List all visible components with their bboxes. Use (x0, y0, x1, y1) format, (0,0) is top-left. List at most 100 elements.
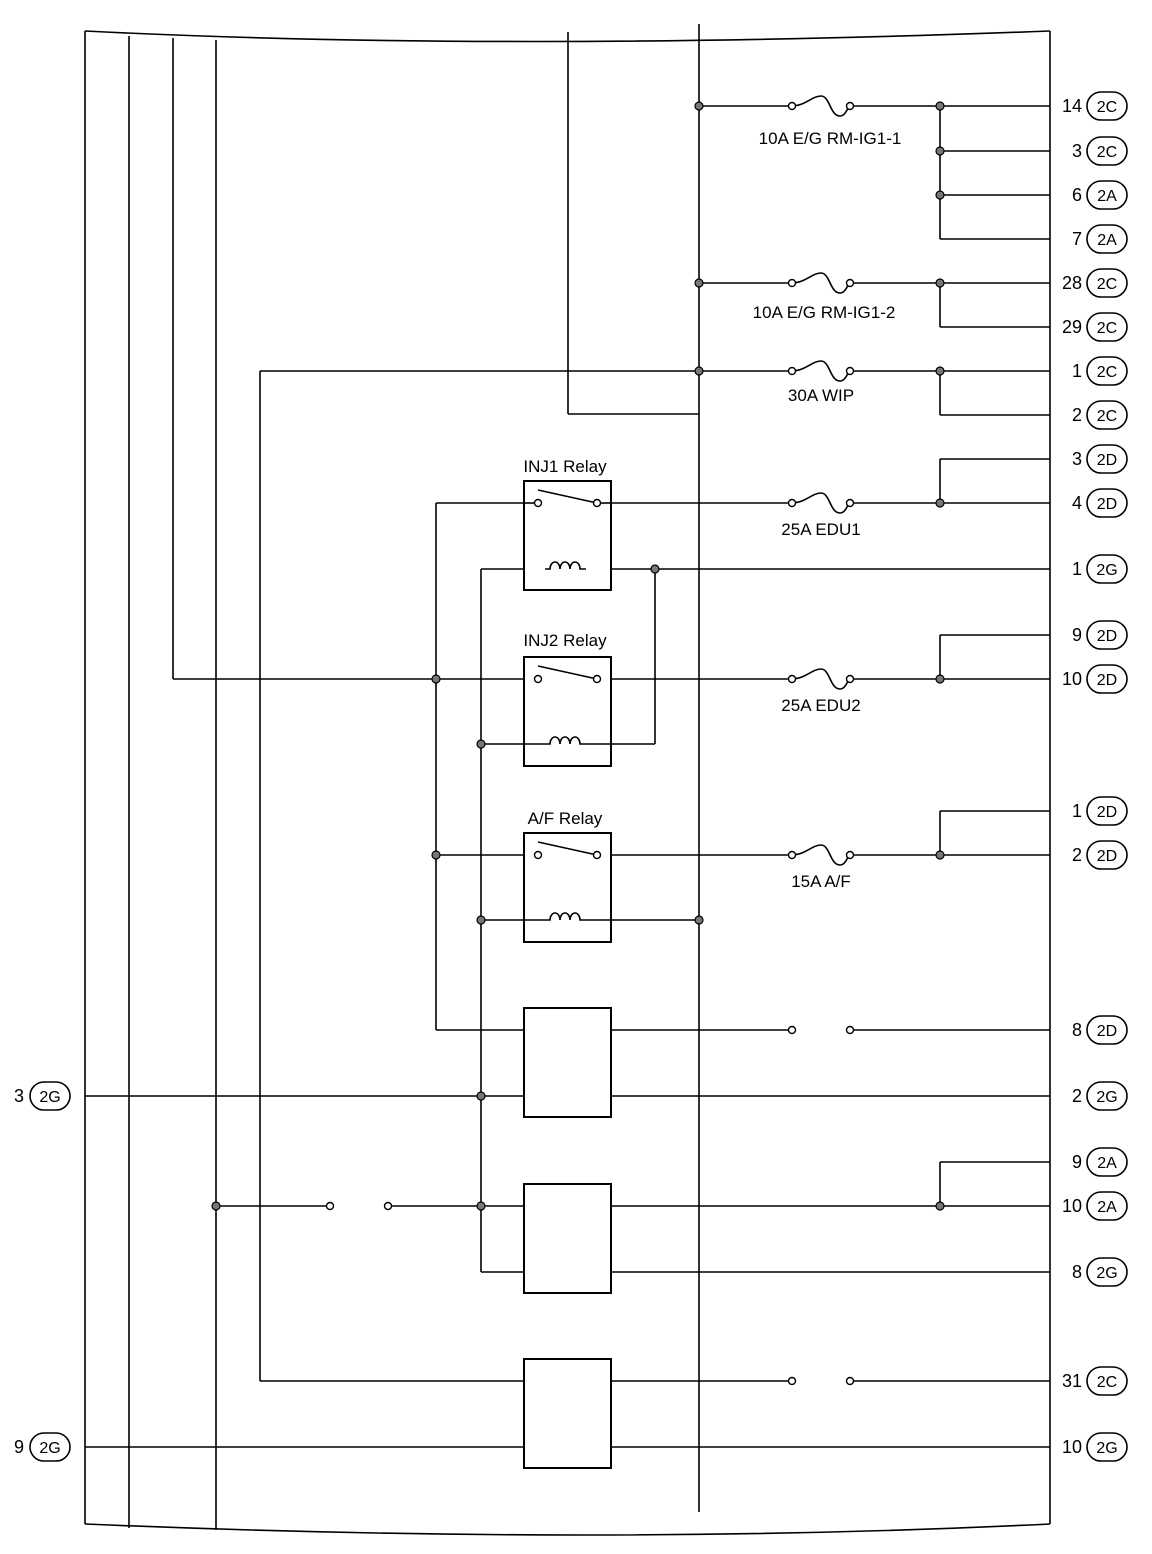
connector-pin: 9 2A (1072, 1147, 1128, 1177)
connector-id: 2G (39, 1089, 60, 1106)
connector-id: 2A (1097, 232, 1117, 249)
fuse-label-rm-ig1-1: 10A E/G RM-IG1-1 (759, 129, 902, 148)
connector-oval (29, 1081, 71, 1111)
connector-id: 2C (1097, 320, 1117, 337)
connector-id: 2G (1096, 562, 1117, 579)
connector-oval (1086, 840, 1128, 870)
connector-oval (1086, 356, 1128, 386)
connector-id: 2D (1097, 496, 1117, 513)
connector-pin: 8 2D (1072, 1015, 1128, 1045)
pin-number: 28 (1062, 273, 1082, 293)
connector-pin: 9 2D (1072, 620, 1128, 650)
pin-number: 3 (1072, 449, 1082, 469)
fuse-edu1 (787, 492, 855, 514)
fuse-label-edu1: 25A EDU1 (781, 520, 860, 539)
connector-pin: 10 2D (1062, 664, 1128, 694)
connector-oval (1086, 1432, 1128, 1462)
lower-circuits (85, 1029, 1050, 1448)
left-buses (128, 24, 700, 1530)
connector-id: 2D (1097, 628, 1117, 645)
pin-number: 9 (1072, 625, 1082, 645)
relay-label-af: A/F Relay (528, 809, 603, 828)
connector-oval (1086, 268, 1128, 298)
connector-pin: 3 2D (1072, 444, 1128, 474)
connector-id: 2G (1096, 1440, 1117, 1457)
connector-oval (1086, 312, 1128, 342)
connector-pin: 1 2G (1072, 554, 1128, 584)
fuse-rm-ig1-2 (787, 272, 855, 294)
connector-oval (1086, 1147, 1128, 1177)
connector-oval (1086, 136, 1128, 166)
connector-pin: 2 2C (1072, 400, 1128, 430)
fuse-label-rm-ig1-2: 10A E/G RM-IG1-2 (753, 303, 896, 322)
fuse-af (787, 844, 855, 866)
relay-label-inj1: INJ1 Relay (523, 457, 607, 476)
pin-number: 9 (1072, 1152, 1082, 1172)
connector-oval (1086, 224, 1128, 254)
open-terminals (325, 1025, 855, 1386)
pin-number: 1 (1072, 361, 1082, 381)
pin-number: 29 (1062, 317, 1082, 337)
connector-oval (1086, 1366, 1128, 1396)
connector-id: 2D (1097, 1023, 1117, 1040)
connector-pin: 3 2G (14, 1081, 71, 1111)
component-box-3 (523, 1358, 612, 1469)
relay-af (523, 832, 612, 943)
connector-id: 2C (1097, 408, 1117, 425)
connector-id: 2D (1097, 848, 1117, 865)
connector-pin: 28 2C (1062, 268, 1128, 298)
pin-number: 10 (1062, 669, 1082, 689)
fuse-label-af: 15A A/F (791, 872, 851, 891)
pin-number: 2 (1072, 1086, 1082, 1106)
connector-oval (1086, 400, 1128, 430)
connector-pin: 9 2G (14, 1432, 71, 1462)
connector-oval (1086, 1081, 1128, 1111)
pin-number: 2 (1072, 405, 1082, 425)
pin-number: 4 (1072, 493, 1082, 513)
connector-oval (1086, 1015, 1128, 1045)
relay-label-inj2: INJ2 Relay (523, 631, 607, 650)
relay-inj1 (523, 480, 612, 591)
connector-pin: 29 2C (1062, 312, 1128, 342)
pin-number: 1 (1072, 801, 1082, 821)
pin-number: 3 (14, 1086, 24, 1106)
connector-pin: 4 2D (1072, 488, 1128, 518)
junction-dots (211, 101, 945, 1211)
pin-number: 10 (1062, 1196, 1082, 1216)
connector-id: 2C (1097, 276, 1117, 293)
connector-oval (1086, 796, 1128, 826)
fuse-branches (173, 105, 1050, 921)
fuse-symbols (787, 95, 855, 866)
connector-id: 2D (1097, 452, 1117, 469)
connector-oval (1086, 91, 1128, 121)
connector-id: 2C (1097, 144, 1117, 161)
connector-id: 2A (1097, 1155, 1117, 1172)
connector-oval (1086, 1191, 1128, 1221)
connector-oval (1086, 554, 1128, 584)
connector-id: 2G (1096, 1265, 1117, 1282)
connector-id: 2D (1097, 672, 1117, 689)
pin-number: 1 (1072, 559, 1082, 579)
connector-oval (1086, 1257, 1128, 1287)
component-box-1 (523, 1007, 612, 1118)
pin-number: 9 (14, 1437, 24, 1457)
connector-id: 2G (39, 1440, 60, 1457)
connector-oval (1086, 444, 1128, 474)
pin-number: 8 (1072, 1020, 1082, 1040)
left-connector-pins: 3 2G 9 2G (14, 1081, 71, 1462)
fuse-rm-ig1-1 (787, 95, 855, 117)
relay-inj2 (523, 656, 612, 767)
